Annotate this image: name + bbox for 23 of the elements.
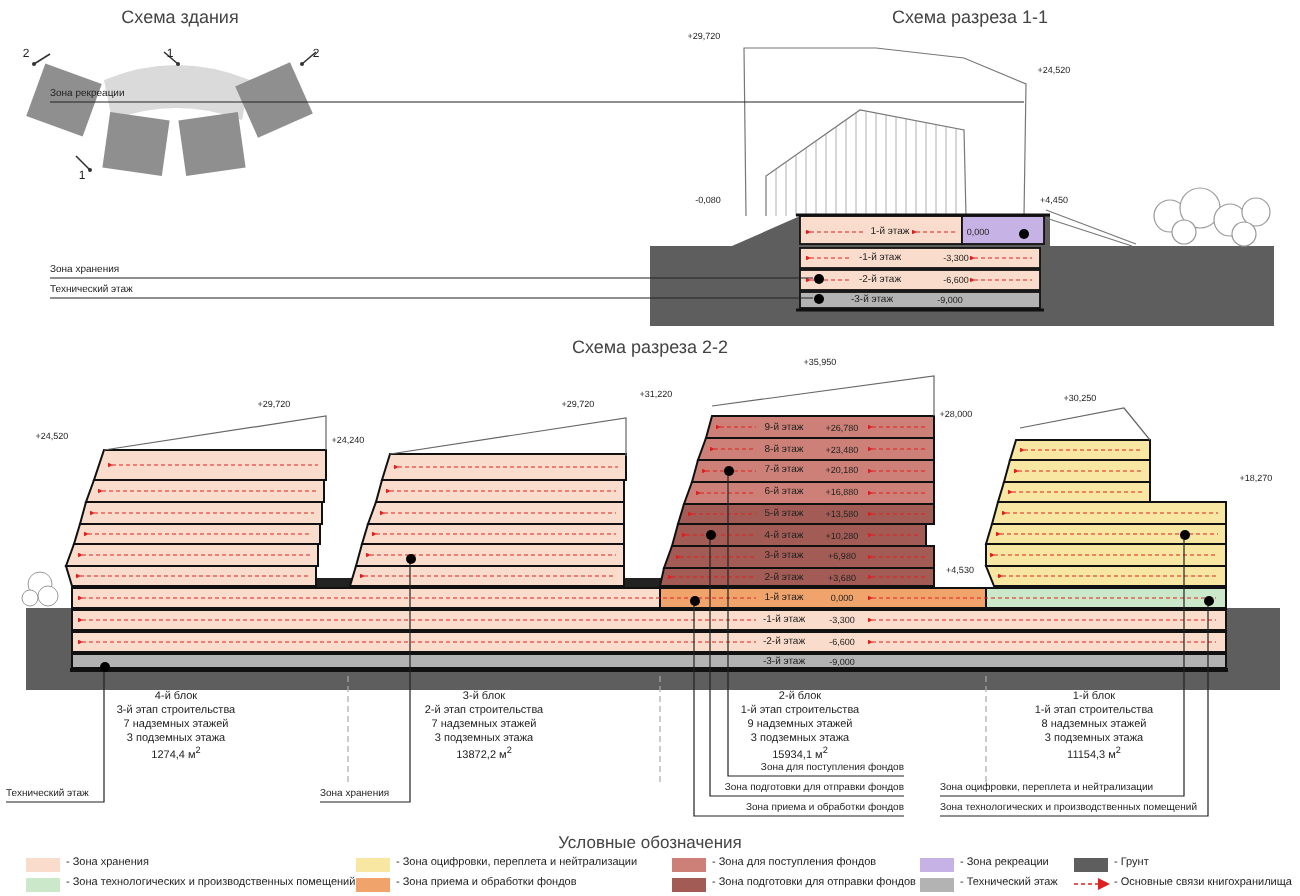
leader-line bbox=[727, 474, 905, 777]
marker-dot bbox=[723, 465, 733, 475]
leader-line bbox=[5, 670, 105, 803]
leader-line bbox=[49, 277, 814, 279]
legend-title: Условные обозначения bbox=[558, 831, 742, 853]
leader-line bbox=[939, 538, 1185, 797]
marker-dot bbox=[1179, 529, 1189, 539]
marker-dot bbox=[405, 553, 415, 563]
marker-dot bbox=[1203, 595, 1213, 605]
section-title: Схема разреза 1-1 bbox=[891, 7, 1049, 29]
section-title: Схема разреза 2-2 bbox=[571, 337, 729, 359]
leader-line bbox=[319, 562, 411, 803]
marker-dot bbox=[689, 595, 699, 605]
leader-line bbox=[49, 297, 814, 299]
marker-dot bbox=[705, 529, 715, 539]
leader-line bbox=[939, 604, 1209, 817]
marker-dot bbox=[813, 273, 823, 283]
leader-line bbox=[49, 101, 1025, 103]
leader-line bbox=[693, 604, 905, 817]
marker-dot bbox=[99, 661, 109, 671]
marker-dot bbox=[813, 293, 823, 303]
section-title: Схема здания bbox=[121, 7, 239, 29]
leader-line bbox=[709, 538, 905, 797]
